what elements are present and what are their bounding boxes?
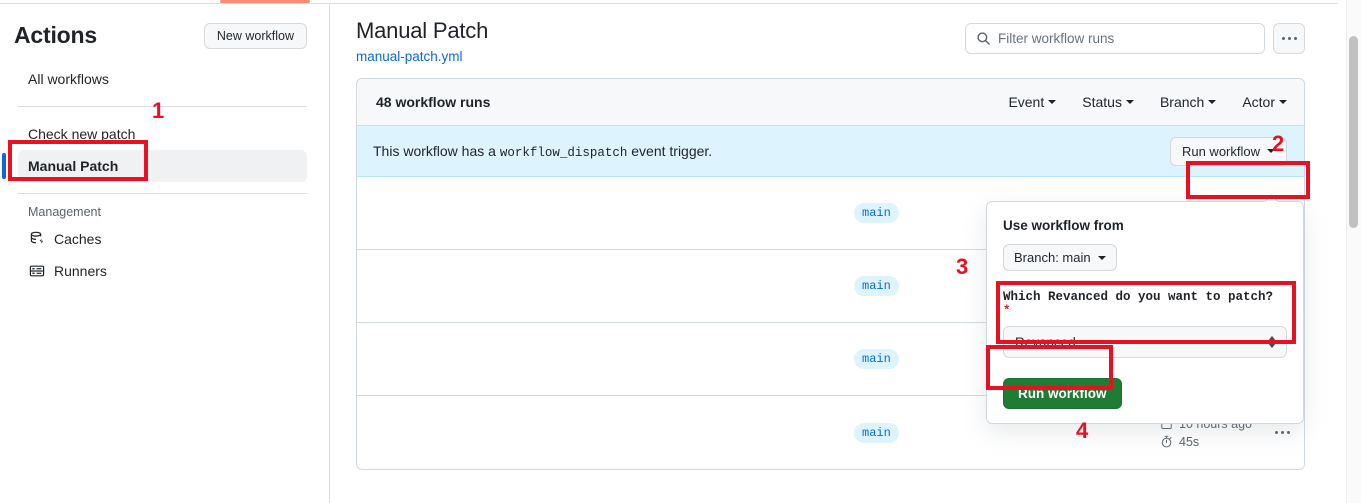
kebab-horizontal-icon [1281,37,1297,40]
main-header: Manual Patch manual-patch.yml [331,4,1338,64]
sidebar-item-all-workflows[interactable]: All workflows [18,63,307,95]
filter-branch[interactable]: Branch [1159,94,1217,110]
sidebar-item-label: Caches [54,231,102,247]
dispatch-text-before: This workflow has a [373,142,496,159]
chevron-down-icon [1097,255,1106,260]
page-scrollbar-track[interactable] [1346,0,1361,503]
dispatch-event-code: workflow_dispatch [499,145,628,160]
filter-actor[interactable]: Actor [1242,94,1287,110]
sidebar-nav: All workflows Check new patch Manual Pat… [0,63,329,287]
server-icon [28,262,46,280]
branch-badge: main [854,203,899,223]
branch-badge: main [854,422,899,443]
page-scrollbar-thumb[interactable] [1349,36,1358,228]
sidebar: Actions New workflow All workflows Check… [0,4,330,503]
active-tab-underline [220,0,310,3]
search-input[interactable] [998,31,1254,46]
branch-badge: main [854,276,899,296]
sidebar-header: Actions New workflow [0,4,329,49]
filter-workflow-runs-box[interactable] [965,23,1265,54]
select-chevrons-icon [1268,336,1276,348]
sidebar-group-management: Management [28,205,101,219]
search-icon [976,31,991,46]
dispatch-text-after: event trigger. [631,142,713,159]
filter-event-label: Event [1008,94,1045,110]
run-duration: 45s [1160,435,1199,449]
workflow-title: Manual Patch [356,18,489,43]
chevron-down-icon [1125,100,1134,104]
sidebar-item-runners[interactable]: Runners [18,255,307,287]
new-workflow-button[interactable]: New workflow [203,22,307,49]
input-field-label-text: Which Revanced do you want to patch? [1003,290,1274,304]
more-options-button[interactable] [1273,23,1305,54]
use-workflow-from-label: Use workflow from [1003,218,1124,233]
page-title: Actions [14,22,97,48]
run-duration-label: 45s [1179,434,1200,449]
chevron-down-icon [1267,149,1275,153]
branch-badge: main [854,349,899,369]
sidebar-item-label: Runners [54,263,107,279]
sidebar-item-label: All workflows [28,71,109,87]
workflow-runs-header: 48 workflow runs Event Status Branch [357,79,1304,126]
sidebar-item-caches[interactable]: Caches [18,223,307,255]
cache-icon [28,230,46,248]
table-row[interactable]: main [357,177,1304,250]
sidebar-divider [18,106,307,107]
sidebar-item-label: Manual Patch [28,158,119,174]
filter-actor-label: Actor [1242,94,1275,110]
sidebar-item-manual-patch[interactable]: Manual Patch [2,150,307,182]
revanced-select-value: Revanced [1015,334,1076,350]
revanced-select[interactable]: Revanced [1003,326,1287,358]
run-workflow-button-label: Run workflow [1181,143,1260,159]
workflow-dispatch-banner: This workflow has a workflow_dispatch ev… [357,126,1304,177]
table-row[interactable]: main [357,250,1304,323]
runs-filter-group: Event Status Branch Actor [1008,94,1287,110]
input-field-label: Which Revanced do you want to patch? * [1003,290,1287,318]
filter-branch-label: Branch [1159,94,1205,110]
branch-select-label: Branch: main [1014,250,1091,265]
dispatch-banner-text: This workflow has a workflow_dispatch ev… [373,143,712,160]
branch-select-button[interactable]: Branch: main [1003,244,1117,271]
header-actions [965,18,1305,54]
filter-status[interactable]: Status [1082,94,1134,110]
submit-run-workflow-button[interactable]: Run workflow [1003,378,1122,409]
sidebar-divider [18,193,307,194]
filter-status-label: Status [1082,94,1122,110]
run-workflow-dropdown-panel: Use workflow from Branch: main Which Rev… [986,201,1304,424]
sidebar-item-check-new-patch[interactable]: Check new patch [18,118,307,150]
top-divider [0,3,1338,4]
sidebar-item-label: Check new patch [28,126,136,142]
workflow-runs-count: 48 workflow runs [376,94,491,110]
chevron-down-icon [1048,100,1057,104]
required-marker: * [1003,304,1011,318]
run-workflow-dropdown-button[interactable]: Run workflow [1169,136,1287,166]
row-more-options-button[interactable] [1275,431,1290,434]
workflow-title-block: Manual Patch manual-patch.yml [356,18,488,64]
chevron-down-icon [1208,100,1217,104]
filter-event[interactable]: Event [1008,94,1057,110]
dropdown-arrow [1265,194,1279,202]
stopwatch-icon [1161,435,1172,448]
chevron-down-icon [1279,100,1287,104]
workflow-file-link[interactable]: manual-patch.yml [356,49,463,64]
